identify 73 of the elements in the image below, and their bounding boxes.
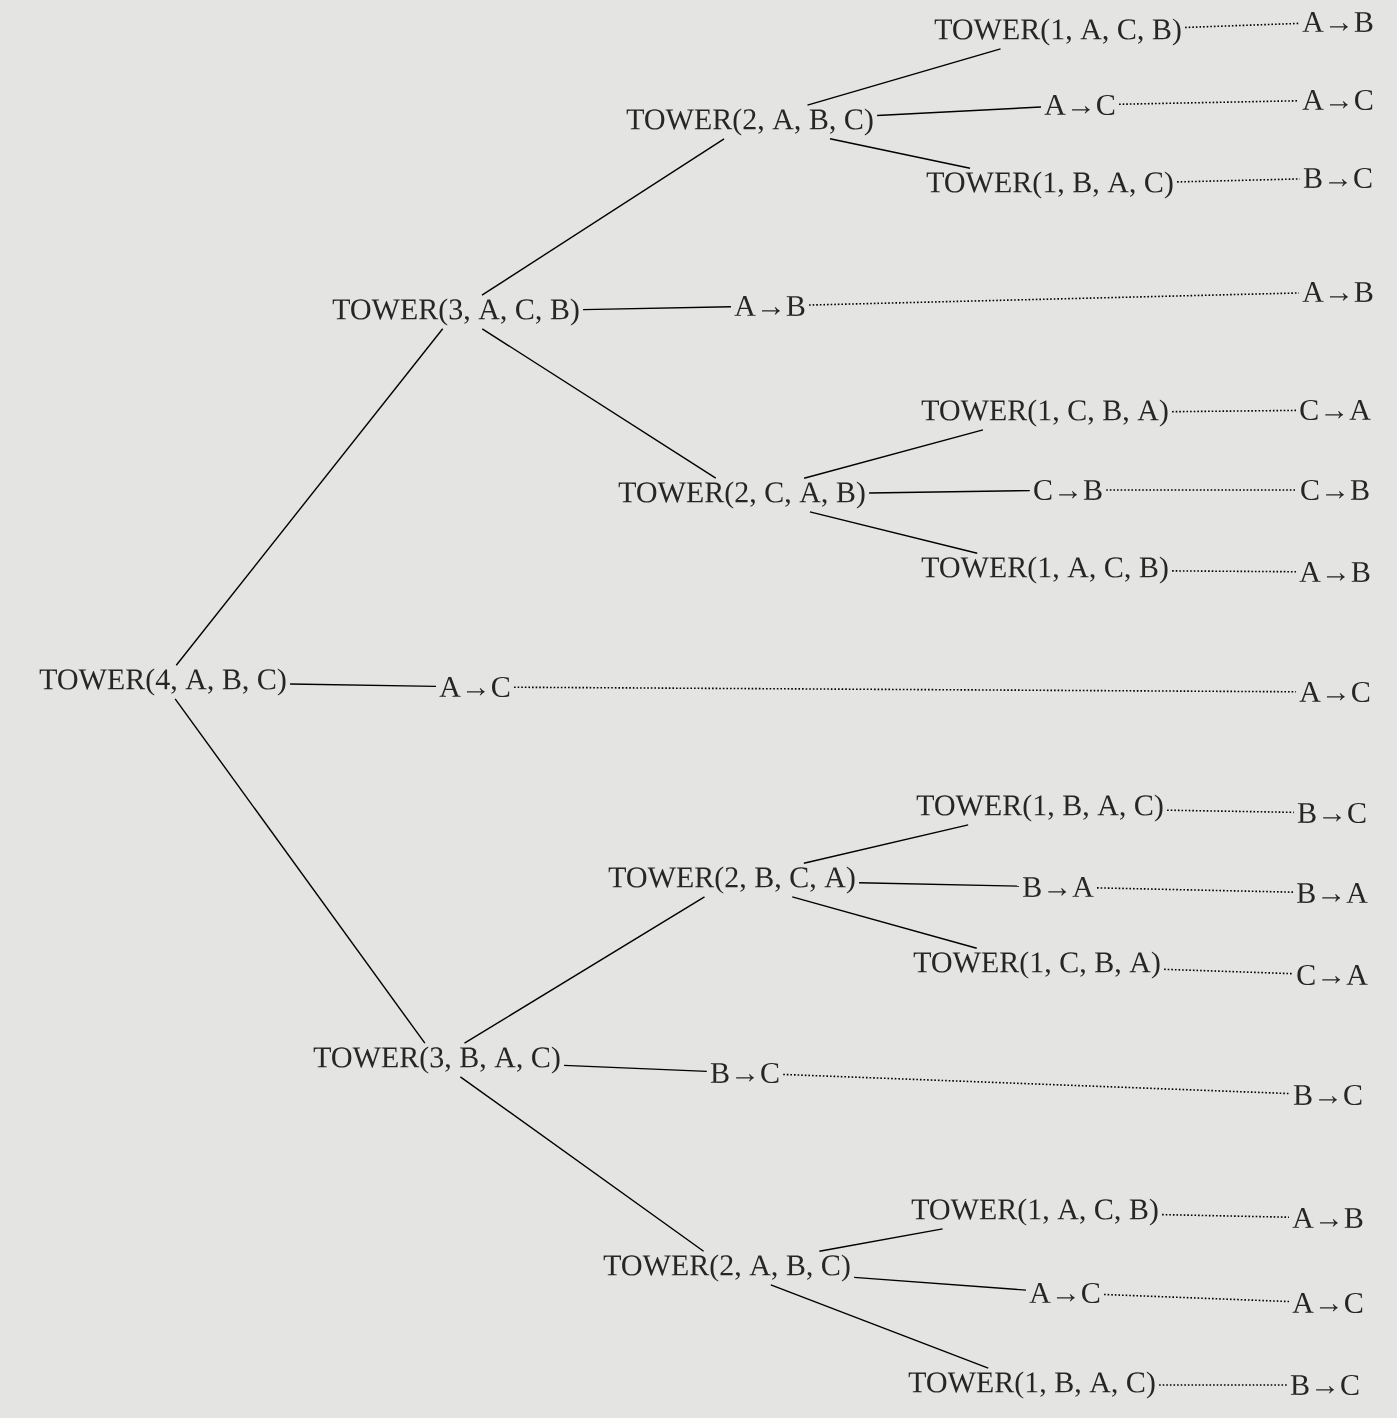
dotted-line: [513, 686, 1297, 693]
move-label: A→C: [1044, 94, 1115, 116]
tree-line: [818, 1228, 944, 1252]
dotted-line: [1096, 887, 1294, 893]
move-label: A→C: [1029, 1282, 1100, 1304]
dotted-line: [1158, 1384, 1288, 1386]
move-label: A→C: [1299, 681, 1370, 703]
tree-line: [481, 328, 717, 479]
move-label: A→B: [1302, 282, 1373, 302]
move-label: A→C: [1302, 89, 1373, 111]
move-label: A→C: [439, 676, 510, 698]
call-label: TOWER(2, A, B, C): [626, 108, 873, 136]
tree-line: [803, 824, 969, 864]
call-label: TOWER(1, A, C, B): [934, 18, 1181, 46]
move-label: B→A: [1023, 877, 1094, 897]
dotted-line: [1103, 1293, 1290, 1303]
dotted-line: [1161, 1213, 1290, 1218]
call-label: TOWER(1, C, B, A): [921, 399, 1168, 427]
move-label: B→C: [1293, 1084, 1362, 1106]
call-label: TOWER(1, A, C, B): [921, 556, 1168, 584]
tree-line: [803, 429, 984, 479]
move-label: A→B: [734, 296, 805, 316]
tree-line: [858, 882, 1020, 887]
call-label: TOWER(3, B, A, C): [313, 1046, 560, 1074]
tree-line: [459, 1076, 705, 1252]
tree-line: [463, 896, 706, 1044]
move-label: C→B: [1301, 479, 1369, 501]
call-label: TOWER(1, B, A, C): [908, 1371, 1155, 1399]
dotted-line: [1105, 489, 1298, 491]
dotted-line: [1184, 22, 1300, 29]
tree-line: [809, 511, 978, 554]
move-label: B→C: [1303, 167, 1372, 189]
dotted-line: [1163, 968, 1294, 975]
move-label: B→C: [1297, 802, 1366, 824]
call-label: TOWER(2, C, A, B): [618, 481, 865, 509]
dotted-line: [808, 292, 1300, 306]
tree-line: [289, 683, 437, 688]
dotted-line: [1118, 99, 1300, 106]
dotted-line: [1171, 409, 1297, 413]
tree-line: [481, 138, 725, 296]
call-label: TOWER(1, C, B, A): [913, 951, 1160, 979]
call-label: TOWER(1, B, A, C): [916, 794, 1163, 822]
move-label: A→B: [1292, 1208, 1363, 1228]
call-label: TOWER(4, A, B, C): [39, 668, 286, 696]
call-label: TOWER(1, A, C, B): [911, 1198, 1158, 1226]
move-label: C→B: [1034, 479, 1102, 501]
dotted-line: [1171, 570, 1297, 573]
dotted-line: [1166, 809, 1295, 814]
tree-line: [829, 138, 971, 169]
move-label: B→A: [1297, 883, 1368, 903]
call-label: TOWER(3, A, C, B): [332, 298, 579, 326]
tree-line: [853, 1276, 1027, 1291]
tree-line: [174, 698, 426, 1044]
move-label: A→B: [1302, 12, 1373, 32]
tree-line: [868, 489, 1031, 494]
move-label: B→C: [1290, 1374, 1359, 1396]
tree-line: [770, 1284, 989, 1369]
tree-line: [876, 106, 1042, 117]
dotted-line: [1176, 178, 1301, 183]
call-label: TOWER(2, B, C, A): [608, 866, 855, 894]
move-label: B→C: [710, 1062, 779, 1084]
tree-line: [563, 1064, 708, 1073]
dotted-line: [782, 1073, 1291, 1095]
tree-line: [582, 306, 732, 311]
tree-line: [175, 328, 444, 666]
move-label: A→B: [1299, 562, 1370, 582]
call-label: TOWER(2, A, B, C): [603, 1254, 850, 1282]
tree-line: [791, 896, 978, 949]
call-label: TOWER(1, B, A, C): [926, 171, 1173, 199]
tree-line: [806, 48, 1002, 106]
move-label: A→C: [1292, 1292, 1363, 1314]
move-label: C→A: [1297, 964, 1368, 986]
move-label: C→A: [1300, 399, 1371, 421]
